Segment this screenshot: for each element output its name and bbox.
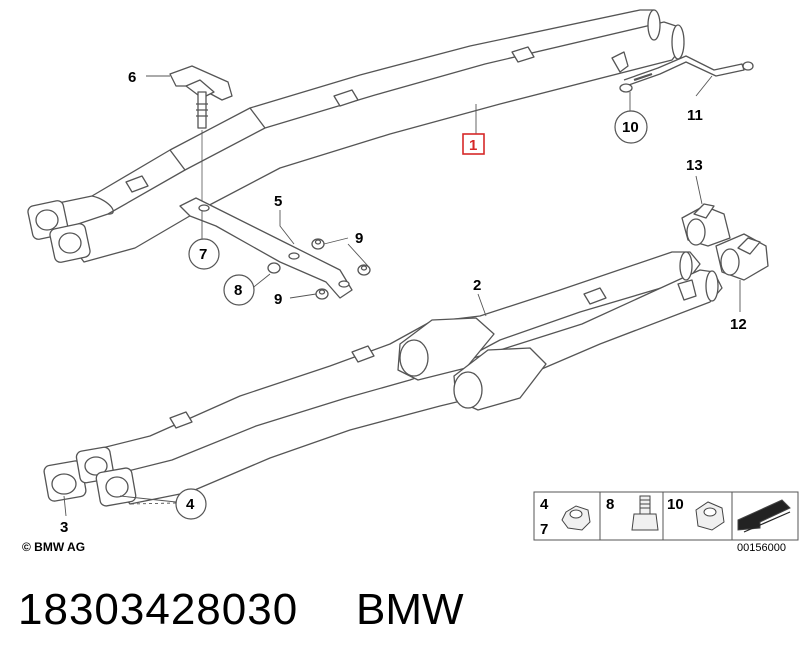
washer-part bbox=[267, 262, 281, 274]
circled-callouts bbox=[175, 110, 648, 520]
hanger-clamp-part bbox=[169, 65, 233, 205]
pipe-clamp-parts bbox=[681, 203, 769, 281]
callout-1-box bbox=[462, 133, 485, 155]
brand-name: BMW bbox=[356, 585, 464, 634]
diagram-code: 00156000 bbox=[737, 542, 786, 554]
front-pipe-assembly bbox=[27, 9, 685, 263]
ground-strap-part bbox=[623, 55, 754, 87]
callout-12: 12 bbox=[730, 316, 747, 333]
callout-labels: 6 5 9 9 11 13 12 2 3 bbox=[60, 69, 747, 536]
legend-7: 7 bbox=[540, 521, 548, 538]
callout-8: 8 bbox=[234, 282, 242, 299]
small-nut-part bbox=[619, 83, 633, 93]
bracket-part bbox=[179, 197, 353, 299]
callout-9-bottom: 9 bbox=[274, 291, 282, 308]
exhaust-parts-diagram: 6 5 9 9 11 13 12 2 3 1 7 8 10 4 bbox=[27, 9, 799, 541]
callout-4: 4 bbox=[186, 496, 195, 513]
arrow-symbol-icon bbox=[737, 499, 791, 531]
copyright-notice: © BMW AG bbox=[22, 540, 86, 554]
callout-10: 10 bbox=[622, 119, 639, 136]
callout-11: 11 bbox=[687, 107, 703, 124]
callout-6: 6 bbox=[128, 69, 136, 86]
nut-parts bbox=[311, 238, 371, 300]
callout-13: 13 bbox=[686, 157, 703, 174]
callout-1: 1 bbox=[469, 137, 477, 154]
callout-2: 2 bbox=[473, 277, 481, 294]
fastener-legend: 4 7 8 10 bbox=[533, 491, 799, 541]
legend-4: 4 bbox=[540, 496, 549, 513]
catalytic-converter-pipe bbox=[43, 251, 723, 507]
bolt-icon bbox=[639, 495, 651, 515]
legend-8: 8 bbox=[606, 496, 614, 513]
callout-7: 7 bbox=[199, 246, 207, 263]
part-number: 18303428030 bbox=[18, 585, 299, 634]
callout-3: 3 bbox=[60, 519, 68, 536]
leader-lines bbox=[63, 75, 741, 517]
legend-10: 10 bbox=[667, 496, 684, 513]
callout-5: 5 bbox=[274, 193, 282, 210]
callout-9-top: 9 bbox=[355, 230, 363, 247]
